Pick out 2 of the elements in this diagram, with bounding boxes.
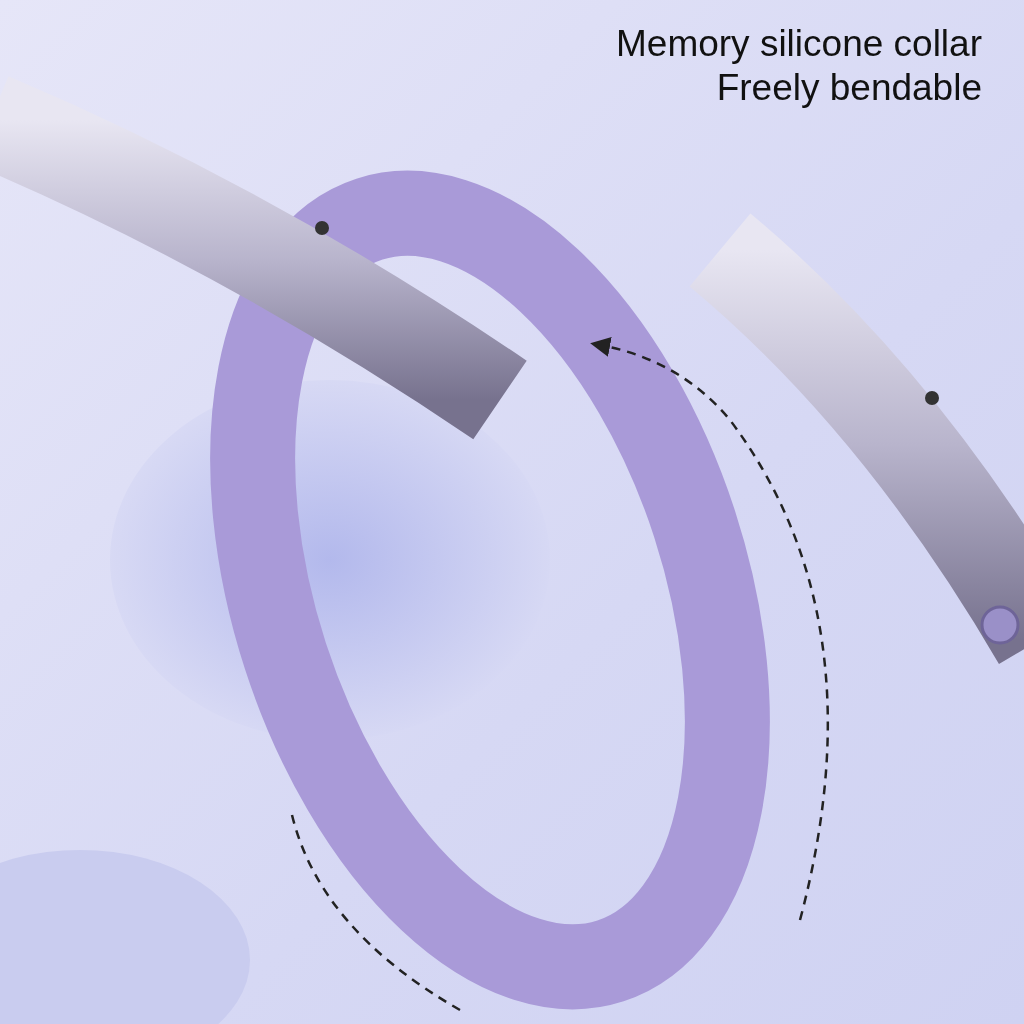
caption-text: Memory silicone collar bbox=[616, 22, 982, 66]
caption-text: Freely bendable bbox=[716, 66, 982, 110]
